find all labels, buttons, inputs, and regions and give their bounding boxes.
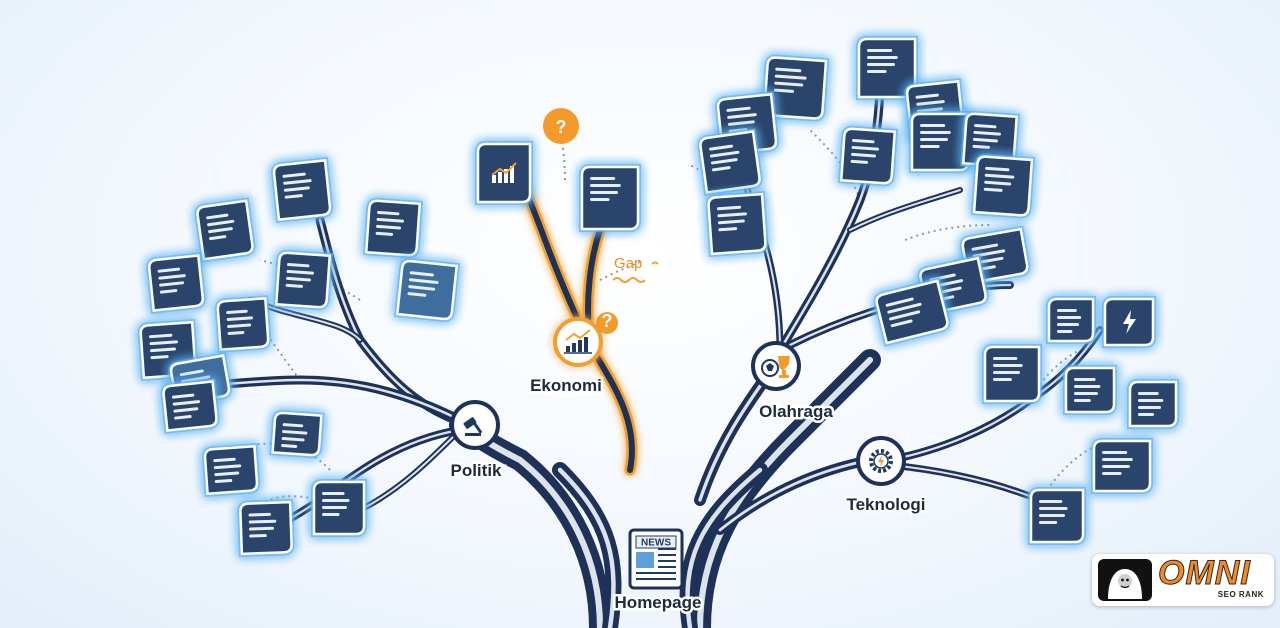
leaf-document-card (579, 164, 641, 232)
leaf-document-card (363, 197, 423, 259)
leaf-document-card (697, 128, 763, 196)
node-label-olahraga: Olahraga (759, 402, 833, 421)
leaf-document-card (269, 409, 325, 459)
leaf-document-card (214, 295, 272, 353)
leaf-document-card (1063, 365, 1117, 415)
leaf-document-card (1046, 296, 1096, 344)
leaf-document-card (760, 54, 830, 122)
branch-politik-mid (195, 375, 465, 425)
leaf-document-card (146, 252, 206, 314)
leaf-document-card (237, 499, 295, 557)
newspaper-icon: NEWS (635, 535, 677, 580)
root-homepage: NEWS (628, 528, 684, 590)
node-olahraga (751, 341, 801, 391)
node-ekonomi (553, 317, 603, 367)
dotted-twig (599, 261, 641, 281)
node-label-ekonomi: Ekonomi (530, 376, 602, 395)
node-label-teknologi: Teknologi (846, 495, 925, 514)
branch-teknologi-highlight (718, 458, 872, 532)
sports-trophy-icon (761, 356, 790, 378)
node-teknologi (856, 436, 906, 486)
question-badge-top: ? (543, 108, 579, 144)
leaf-document-card (909, 111, 971, 173)
leaf-document-card (271, 157, 333, 223)
question-mark-text: ? (602, 311, 613, 331)
brand-tagline: SEO RANK (1217, 590, 1264, 599)
gap-squiggle-small (651, 261, 659, 265)
dotted-twig (904, 224, 991, 241)
leaf-document-card (705, 190, 769, 258)
trunk-core-left-highlight (557, 467, 616, 628)
leaf-document-card (970, 153, 1036, 219)
label-layer: Politik EkonomiOlahragaTeknologiHomepage?… (448, 108, 928, 615)
leaf-document-card (194, 197, 256, 263)
news-icon-text: NEWS (641, 538, 671, 549)
leaf-document-card (873, 277, 951, 347)
trunk-core-right-highlight (685, 467, 763, 628)
leaf-document-card (1028, 487, 1086, 545)
root-label: Homepage (615, 593, 702, 612)
question-mark-text: ? (556, 117, 567, 137)
leaf-document-card (1127, 379, 1179, 429)
node-politik (450, 400, 500, 450)
gap-squiggle (612, 277, 646, 283)
trunk-left (449, 414, 611, 628)
leaf-document-card (394, 258, 460, 322)
leaf-document-card (202, 443, 260, 497)
branch-olahraga-up-highlight (778, 78, 882, 352)
dotted-twig (809, 129, 861, 201)
leaf-document-card (1091, 438, 1153, 494)
question-badge-node: ? (596, 311, 618, 334)
leaf-document-card (273, 249, 333, 311)
yeti-mascot-icon (1098, 559, 1152, 601)
leaf-document-card (475, 141, 533, 205)
brand-logo: OMNI SEO RANK (1092, 554, 1274, 606)
leaf-document-card (160, 378, 220, 434)
node-layer: NEWS (450, 317, 906, 590)
leaf-document-card (838, 125, 898, 187)
brand-name: OMNI (1158, 554, 1251, 593)
leaf-document-card (311, 479, 367, 537)
leaf-document-card (1102, 296, 1156, 348)
branch-olahraga-right2-highlight (849, 189, 961, 231)
leaf-document-card (982, 344, 1042, 404)
branch-olahraga-up (775, 75, 885, 355)
gap-label: Gap (614, 255, 642, 272)
branch-politik-low2-highlight (359, 429, 461, 511)
leaf-layer (137, 36, 1179, 557)
node-label-politik: Politik (450, 461, 502, 480)
gavel-icon (463, 417, 483, 436)
growth-chart-icon (564, 329, 592, 354)
trunk-right-highlight (696, 356, 874, 628)
gear-bolt-icon (869, 449, 893, 473)
